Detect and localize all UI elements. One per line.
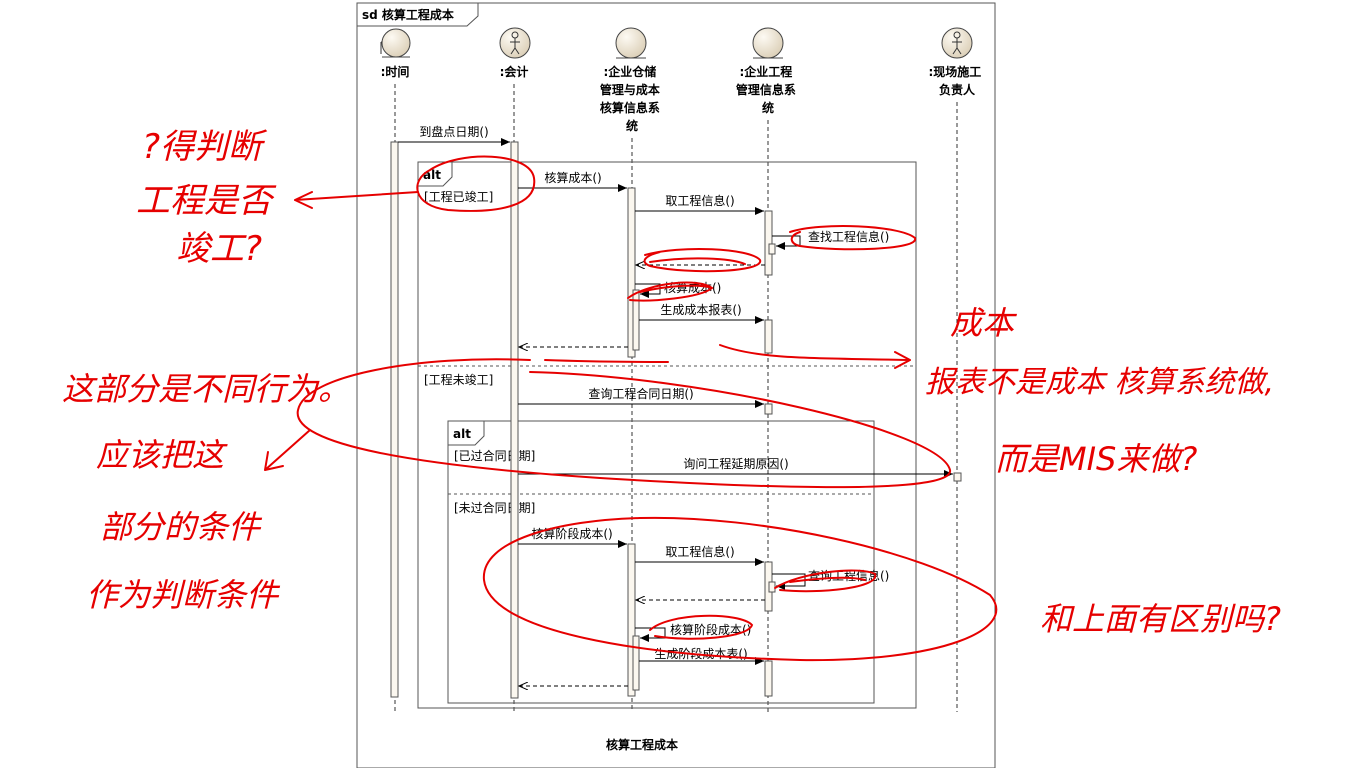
annotation-line: 应该把这 — [96, 436, 228, 474]
message-label: 查询工程合同日期() — [588, 386, 693, 401]
annotation-line: 部分的条件 — [100, 508, 263, 546]
annotation-note: ?得判断 工程是否 竣工? — [136, 127, 283, 269]
lifeline-head-site-manager — [941, 27, 973, 59]
lifeline-name-line: 核算信息系 — [600, 100, 660, 115]
message-label: 核算阶段成本() — [670, 622, 751, 637]
fragment-alt-outer: alt [工程已竣工] [工程未竣工] — [417, 161, 917, 709]
message-label: 核算成本() — [544, 170, 601, 185]
annotation-note: 这部分是不同行为。 应该把这 部分的条件 作为判断条件 — [62, 370, 360, 614]
lifeline-name-time: :时间 — [381, 64, 410, 79]
annotation-strokes — [264, 155, 998, 662]
activation-bar — [632, 289, 640, 351]
fragment-guard: [工程已竣工] — [424, 189, 493, 204]
annotation-line: 成本 — [950, 304, 1018, 342]
annotation-line: 竣工? — [176, 229, 262, 269]
scribble-mark — [774, 569, 877, 593]
activation-bar — [764, 210, 773, 276]
lifeline-head-time — [380, 28, 411, 58]
ellipse-mark — [482, 516, 998, 662]
circle-mark — [416, 155, 536, 212]
lifeline-name-line: :时间 — [381, 64, 410, 79]
activation-bar — [768, 243, 776, 255]
self-message-arrow — [635, 627, 666, 642]
ellipse-mark — [296, 358, 951, 489]
activation-bar — [627, 187, 636, 358]
lifeline-name-line: :企业工程 — [740, 64, 793, 79]
annotation-line: 作为判断条件 — [86, 576, 281, 614]
message-label: 生成阶段成本表() — [654, 646, 747, 661]
scribble-mark — [627, 281, 714, 302]
lifeline-head-warehouse-system — [615, 27, 647, 59]
diagram-caption: 核算工程成本 — [606, 737, 678, 752]
lifeline-name-accountant: :会计 — [500, 64, 529, 79]
lifeline-name-line: 管理与成本 — [600, 82, 660, 97]
lifeline-name-line: :企业仓储 — [604, 64, 657, 79]
lifeline-name-project-system: :企业工程 管理信息系 统 — [736, 64, 800, 115]
lifeline-head-accountant — [499, 27, 531, 59]
annotation-note: 成本 报表不是成本 核算系统做, 而是MIS来做? — [925, 304, 1284, 478]
scribble-mark — [789, 225, 917, 251]
scribble-mark — [649, 614, 754, 640]
arrow-mark — [719, 344, 911, 369]
fragment-guard: [工程未竣工] — [424, 372, 493, 387]
message-label: 取工程信息() — [665, 544, 734, 559]
lifeline-name-line: 统 — [762, 100, 774, 115]
activation-bar — [627, 543, 636, 697]
underline-mark — [544, 359, 669, 363]
activation-bar — [510, 141, 519, 699]
lifeline-head-project-system — [752, 27, 784, 59]
message-label: 到盘点日期() — [419, 124, 488, 139]
activation-bar — [390, 141, 399, 698]
activation-bar — [953, 472, 962, 482]
activation-bar — [764, 319, 773, 354]
annotation-line: 工程是否 — [136, 181, 277, 221]
fragment-guard: [已过合同日期] — [454, 448, 535, 463]
fragment-operator: alt — [423, 168, 441, 182]
activation-bar — [768, 581, 776, 593]
arrow-mark — [294, 191, 419, 209]
fragment-operator: alt — [453, 427, 471, 441]
annotation-text: ?得判断 工程是否 竣工? 这部分是不同行为。 应该把这 部分的条件 作为判断条… — [62, 127, 1284, 638]
annotation-line: 报表不是成本 核算系统做, — [925, 365, 1274, 400]
activation-bar — [764, 660, 773, 697]
message-label: 核算阶段成本() — [531, 526, 612, 541]
scribble-mark — [643, 247, 762, 273]
lifeline-name-site-manager: :现场施工 负责人 — [929, 64, 986, 97]
arrow-mark — [264, 429, 311, 471]
annotation-note: 和上面有区别吗? — [1040, 600, 1281, 638]
self-message-arrow — [772, 235, 801, 250]
frame-label-tab — [356, 2, 479, 27]
lifeline-name-line: :会计 — [500, 64, 529, 79]
message-label: 取工程信息() — [665, 193, 734, 208]
annotation-line: 和上面有区别吗? — [1040, 600, 1281, 638]
fragment-guard: [未过合同日期] — [454, 500, 535, 515]
lifeline-name-line: 负责人 — [939, 82, 976, 97]
message-label: 询问工程延期原因() — [683, 456, 788, 471]
annotation-line: 而是MIS来做? — [995, 440, 1197, 478]
activation-bar — [764, 403, 773, 415]
frame-label: sd 核算工程成本 — [362, 7, 454, 22]
annotation-line: 这部分是不同行为。 — [62, 370, 350, 408]
lifeline-name-line: 统 — [626, 118, 638, 133]
message-label: 查找工程信息() — [808, 229, 889, 244]
message-label: 生成成本报表() — [660, 302, 741, 317]
lifeline-name-line: 管理信息系 — [736, 82, 796, 97]
annotation-line: ?得判断 — [142, 127, 268, 167]
activation-bar — [632, 635, 640, 691]
lifeline-name-line: :现场施工 — [929, 64, 982, 79]
lifeline-name-warehouse-system: :企业仓储 管理与成本 核算信息系 统 — [600, 64, 664, 133]
